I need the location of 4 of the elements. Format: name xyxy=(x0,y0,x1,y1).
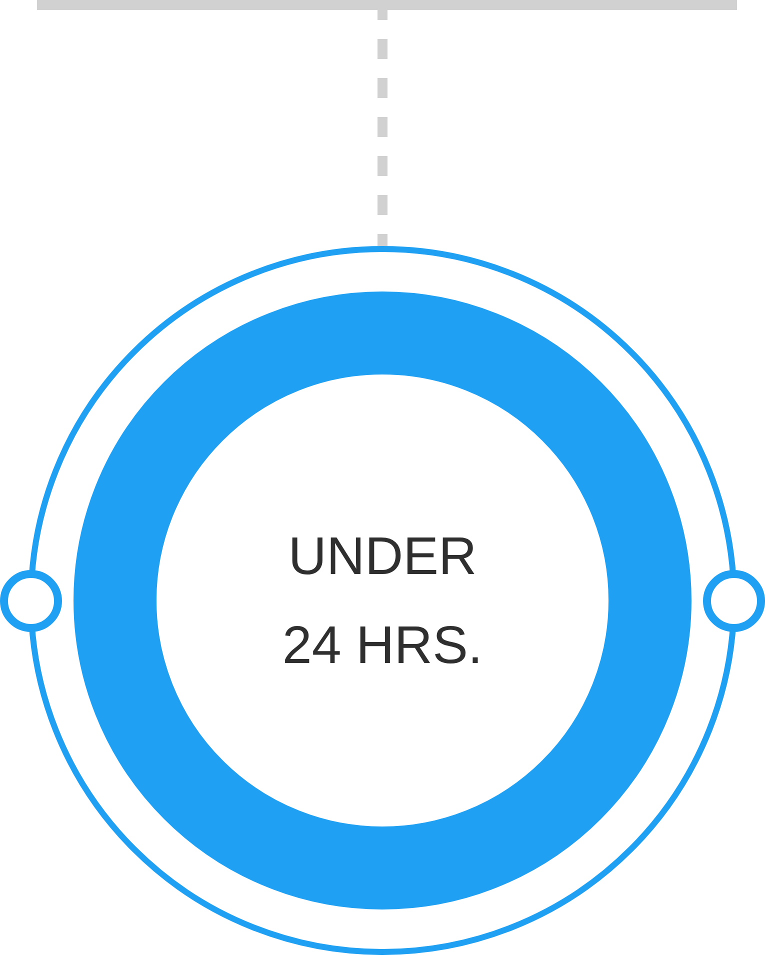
ring-label: UNDER 24 HRS. xyxy=(281,526,484,677)
dashed-connector xyxy=(378,10,388,246)
ring-node xyxy=(28,246,737,955)
horizontal-bar xyxy=(37,0,737,10)
